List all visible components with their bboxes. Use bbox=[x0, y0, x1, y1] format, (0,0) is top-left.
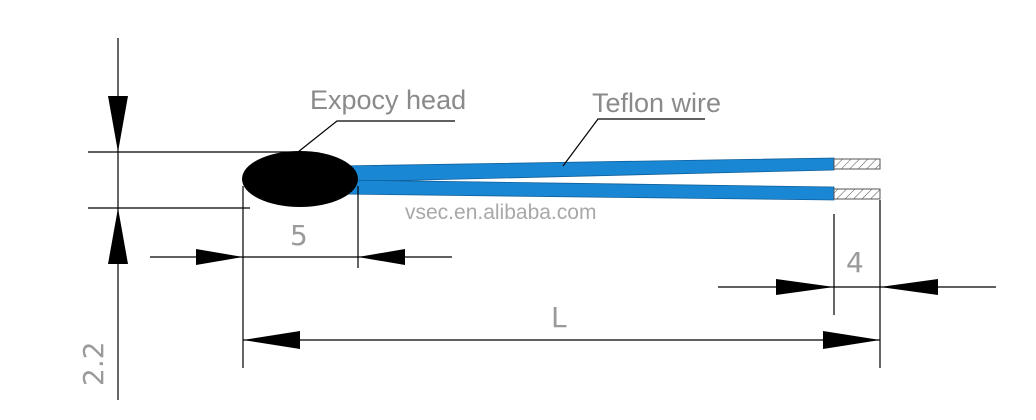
diameter-value: 2.2 bbox=[77, 341, 110, 386]
epoxy-head bbox=[242, 151, 358, 207]
total-length-arrow-left bbox=[243, 331, 300, 349]
head-leader-line bbox=[297, 120, 455, 153]
total-length-arrow-right bbox=[823, 331, 880, 349]
wire-leader-line bbox=[562, 118, 705, 167]
diameter-arrow-top bbox=[108, 96, 128, 152]
diameter-arrow-bottom bbox=[108, 208, 128, 264]
head-length-arrow-right bbox=[358, 249, 405, 265]
stripped-end-lower bbox=[833, 188, 881, 200]
total-length-value: L bbox=[551, 301, 567, 334]
head-length-value: 5 bbox=[290, 219, 308, 252]
teflon-wire-upper bbox=[339, 157, 835, 183]
watermark-text: vsec.en.alibaba.com bbox=[405, 201, 596, 224]
strip-length-value: 4 bbox=[846, 246, 864, 279]
head-label: Expocy head bbox=[310, 85, 466, 115]
strip-length-arrow-right bbox=[880, 279, 938, 295]
teflon-wire-lower bbox=[339, 179, 835, 201]
head-length-arrow-left bbox=[196, 249, 243, 265]
strip-length-arrow-left bbox=[776, 279, 834, 295]
wire-label: Teflon wire bbox=[592, 88, 721, 118]
stripped-end-upper bbox=[833, 158, 881, 170]
